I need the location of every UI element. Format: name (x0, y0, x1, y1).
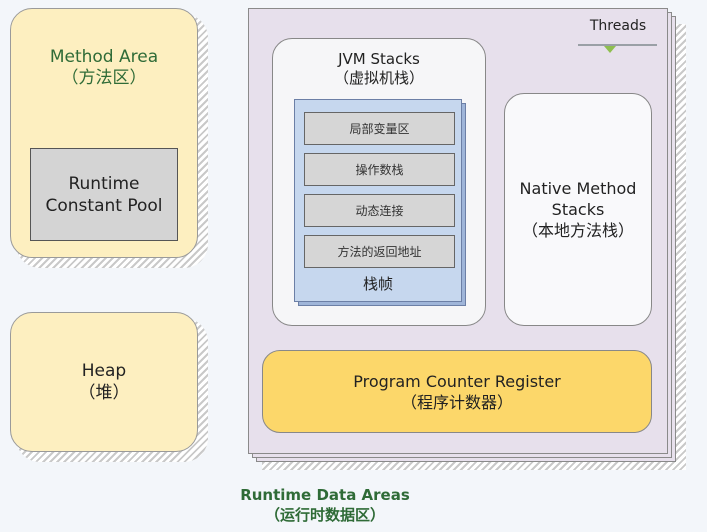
frame-item-operand-stack: 操作数栈 (304, 153, 455, 186)
method-area-title: Method Area （方法区） (11, 47, 197, 89)
jvm-stacks-subtitle: （虚拟机栈） (333, 69, 424, 87)
threads-label: Threads (589, 18, 647, 34)
runtime-data-areas-caption-title: Runtime Data Areas (240, 486, 410, 504)
program-counter-register-box: Program Counter Register （程序计数器） (262, 350, 652, 433)
heap-box: Heap （堆） (10, 312, 198, 452)
stack-frame-label: 栈帧 (362, 275, 393, 293)
frame-item-dynamic-linking: 动态连接 (304, 194, 455, 227)
heap-subtitle: （堆） (78, 383, 130, 403)
jvm-stacks-title-text: JVM Stacks (338, 50, 420, 68)
native-method-stacks-subtitle: （本地方法栈） (521, 221, 634, 240)
runtime-constant-pool-box: Runtime Constant Pool (30, 148, 178, 241)
threads-underline (578, 44, 657, 46)
program-counter-register-title: Program Counter Register (353, 371, 561, 391)
runtime-data-areas-caption: Runtime Data Areas （运行时数据区） (210, 485, 440, 525)
runtime-data-areas-caption-subtitle: （运行时数据区） (264, 506, 385, 524)
threads-arrow-icon (604, 46, 616, 53)
native-method-stacks-line-2: Stacks (551, 200, 605, 219)
native-method-stacks-line-1: Native Method (519, 179, 637, 198)
heap-title: Heap (81, 361, 127, 381)
jvm-stacks-title: JVM Stacks （虚拟机栈） (272, 50, 486, 88)
frame-item-local-variables: 局部变量区 (304, 112, 455, 145)
native-method-stacks-box: Native Method Stacks （本地方法栈） (504, 93, 652, 326)
method-area-subtitle: （方法区） (61, 68, 147, 88)
runtime-constant-pool-line-1: Runtime (68, 173, 140, 194)
method-area-title-text: Method Area (49, 47, 159, 67)
program-counter-register-subtitle: （程序计数器） (400, 392, 513, 412)
frame-item-return-address: 方法的返回地址 (304, 235, 455, 268)
runtime-constant-pool-line-2: Constant Pool (45, 195, 163, 216)
